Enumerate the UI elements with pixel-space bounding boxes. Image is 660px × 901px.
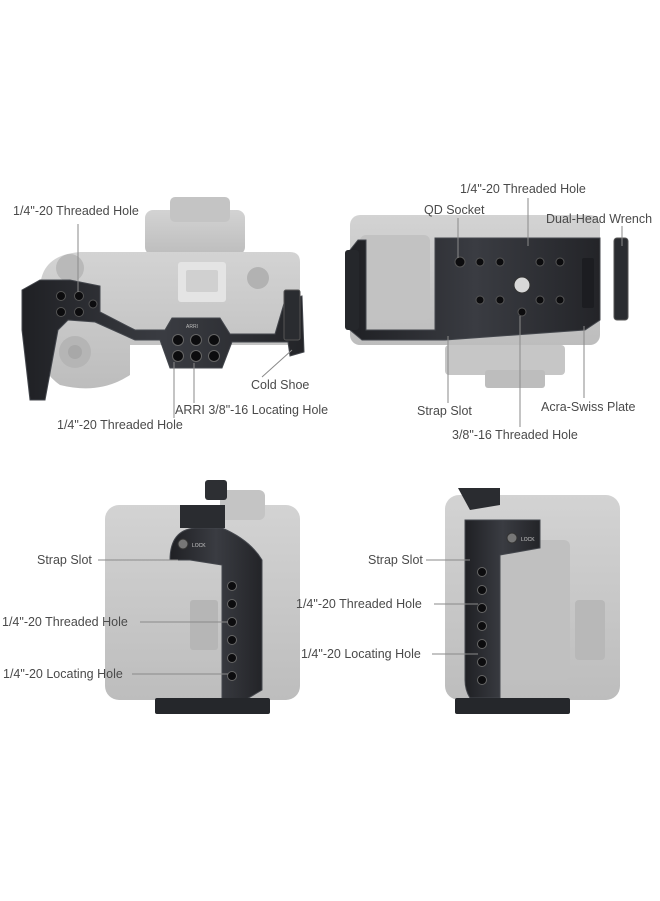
bottom-left-view: LOCK — [98, 480, 300, 714]
arri-engraving: ARRI — [186, 324, 198, 330]
label-bl-threaded-hole: 1/4"-20 Threaded Hole — [2, 615, 128, 629]
label-br-locating-hole: 1/4"-20 Locating Hole — [301, 647, 421, 661]
label-bl-strap-slot: Strap Slot — [37, 553, 92, 567]
cage-bottom-right: LOCK — [455, 488, 570, 714]
cage-top-right — [345, 237, 629, 341]
label-bl-locating-hole: 1/4"-20 Locating Hole — [3, 667, 123, 681]
label-tl-threaded-hole-bottom: 1/4"-20 Threaded Hole — [57, 418, 183, 432]
camera-body-top-left — [38, 197, 300, 389]
cage-bottom-left: LOCK — [155, 480, 270, 714]
label-tr-strap-slot: Strap Slot — [417, 404, 472, 418]
cage-top-left: ARRI — [21, 279, 305, 401]
label-tl-threaded-hole-top: 1/4"-20 Threaded Hole — [13, 204, 139, 218]
label-tr-threaded-hole: 1/4"-20 Threaded Hole — [460, 182, 586, 196]
label-tl-cold-shoe: Cold Shoe — [251, 378, 310, 392]
bottom-right-view: LOCK — [426, 488, 620, 714]
label-tl-arri-locating-hole: ARRI 3/8"-16 Locating Hole — [175, 403, 329, 417]
top-left-view: ARRI — [21, 197, 305, 418]
label-tr-dual-head-wrench: Dual-Head Wrench — [546, 212, 653, 226]
top-right-view — [345, 198, 629, 427]
label-tr-acra-swiss-plate: Acra-Swiss Plate — [541, 400, 636, 414]
label-tr-qd-socket: QD Socket — [424, 203, 485, 217]
label-tr-threaded-hole-38: 3/8"-16 Threaded Hole — [452, 428, 578, 442]
lock-engraving-right: LOCK — [521, 537, 535, 543]
label-br-strap-slot: Strap Slot — [368, 553, 423, 567]
label-br-threaded-hole: 1/4"-20 Threaded Hole — [296, 597, 422, 611]
lock-engraving-left: LOCK — [192, 543, 206, 549]
